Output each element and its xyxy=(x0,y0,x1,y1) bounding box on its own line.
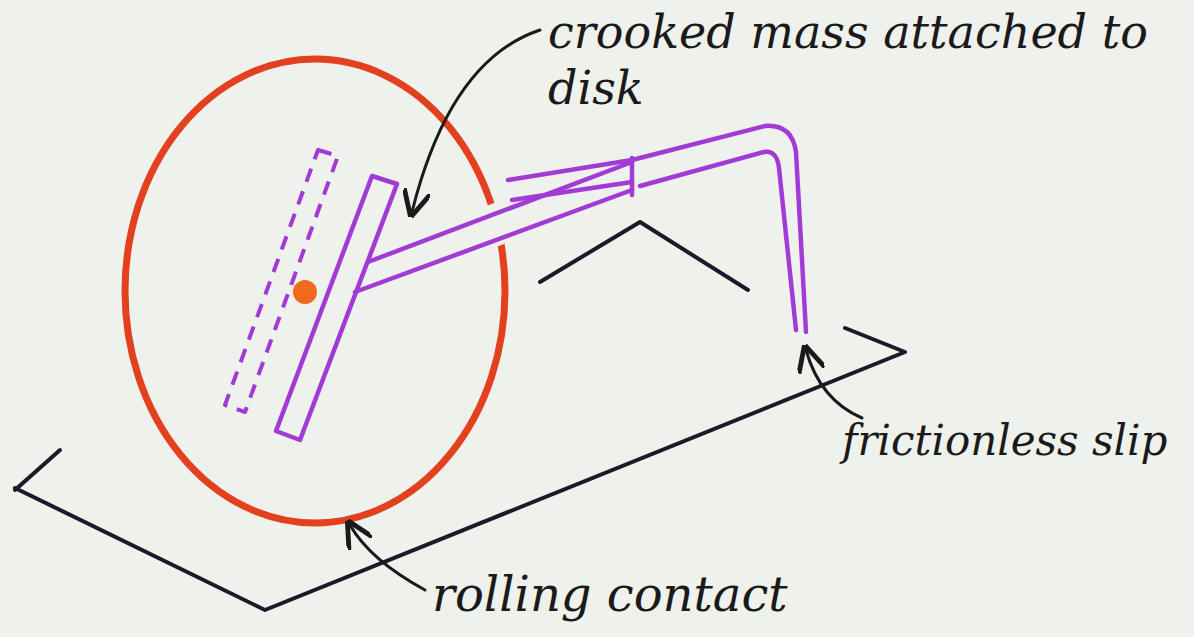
crooked-mass-bar xyxy=(276,176,397,440)
hidden-plane-edge xyxy=(540,222,748,290)
fork-arm xyxy=(508,160,632,200)
annotation-label: rolling contact xyxy=(432,566,992,622)
annotation-label: crooked mass attached to disk xyxy=(548,4,1158,116)
leader-arrow xyxy=(412,30,540,212)
annotation-label: frictionless slip xyxy=(842,414,1172,468)
leader-arrow xyxy=(806,350,862,418)
frame-joint xyxy=(630,158,635,195)
disk xyxy=(125,59,505,523)
frame-outer xyxy=(632,126,806,332)
leader-arrow xyxy=(350,525,425,590)
disk-center xyxy=(293,280,317,304)
plane-edge xyxy=(15,450,60,490)
frame-inner xyxy=(640,152,796,330)
shaft xyxy=(355,162,632,292)
